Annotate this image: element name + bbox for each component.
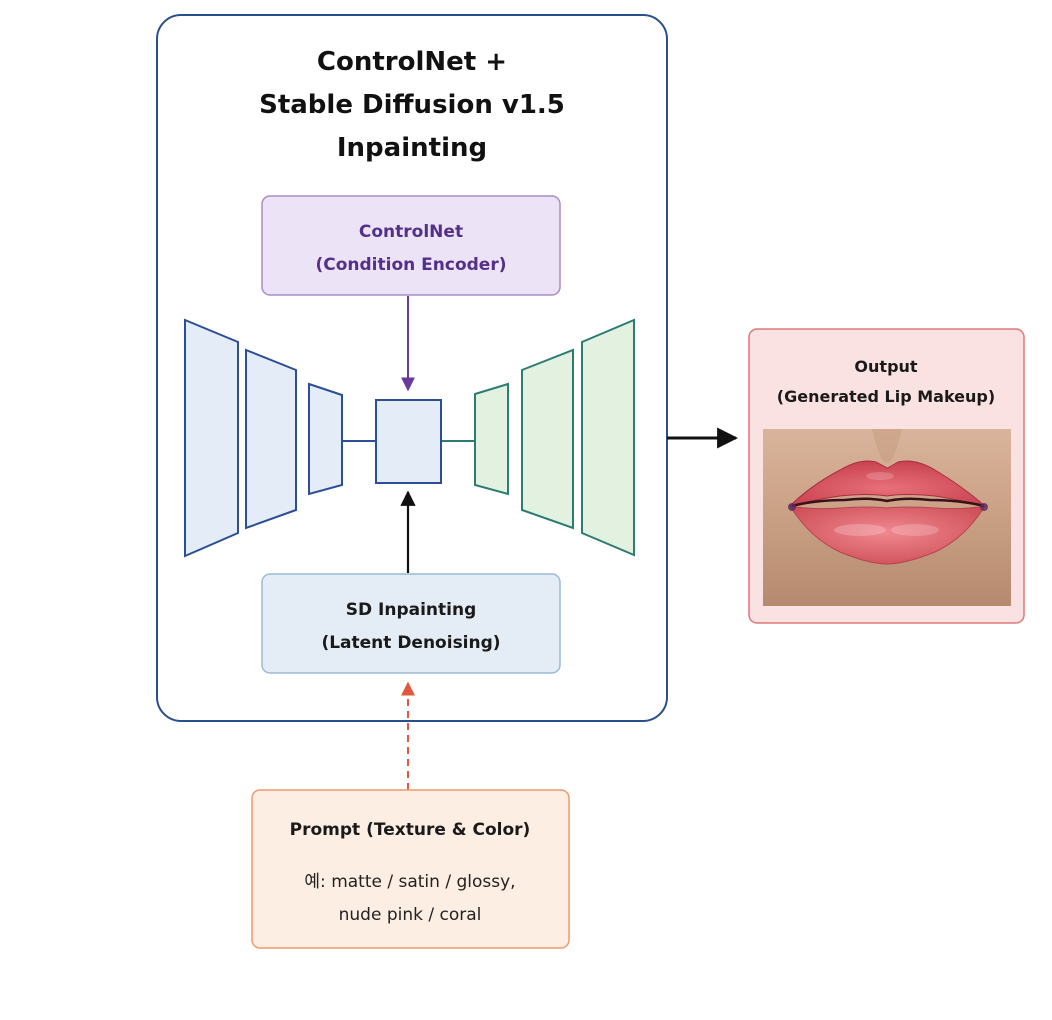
decoder-block-3 (581, 318, 635, 557)
controlnet-box: ControlNet (Condition Encoder) (261, 195, 561, 296)
output-box-label-1: Output (854, 357, 917, 376)
sd-inpainting-box: SD Inpainting (Latent Denoising) (261, 573, 561, 674)
encoder-block-2 (245, 348, 297, 530)
unet-decoder (474, 318, 635, 557)
decoder-block-2 (521, 348, 574, 530)
sd-box-label-1: SD Inpainting (346, 600, 477, 620)
main-panel-title-line-3: Inpainting (337, 133, 487, 163)
decoder-block-1 (474, 382, 509, 496)
encoder-block-1 (184, 318, 239, 558)
sd-box-label-2: (Latent Denoising) (321, 633, 500, 653)
main-panel-title-line-2: Stable Diffusion v1.5 (259, 90, 565, 120)
generated-lips-image (763, 429, 1011, 606)
prompt-box-title: Prompt (Texture & Color) (290, 820, 531, 840)
controlnet-box-label-1: ControlNet (359, 222, 463, 242)
output-box-label-2: (Generated Lip Makeup) (777, 387, 995, 406)
main-panel-title-line-1: ControlNet + (317, 47, 507, 77)
unet-encoder (184, 318, 343, 558)
main-panel (156, 14, 668, 722)
prompt-box: Prompt (Texture & Color) 예: matte / sati… (251, 789, 570, 949)
unet-bottleneck (375, 399, 442, 484)
encoder-block-3 (308, 382, 343, 496)
controlnet-box-label-2: (Condition Encoder) (315, 255, 506, 275)
prompt-box-body-line-1: 예: matte / satin / glossy, (304, 872, 515, 892)
prompt-box-body-line-2: nude pink / coral (339, 905, 482, 925)
main-panel-title: ControlNet + Stable Diffusion v1.5 Inpai… (259, 47, 565, 163)
output-box: Output (Generated Lip Makeup) (748, 328, 1025, 624)
